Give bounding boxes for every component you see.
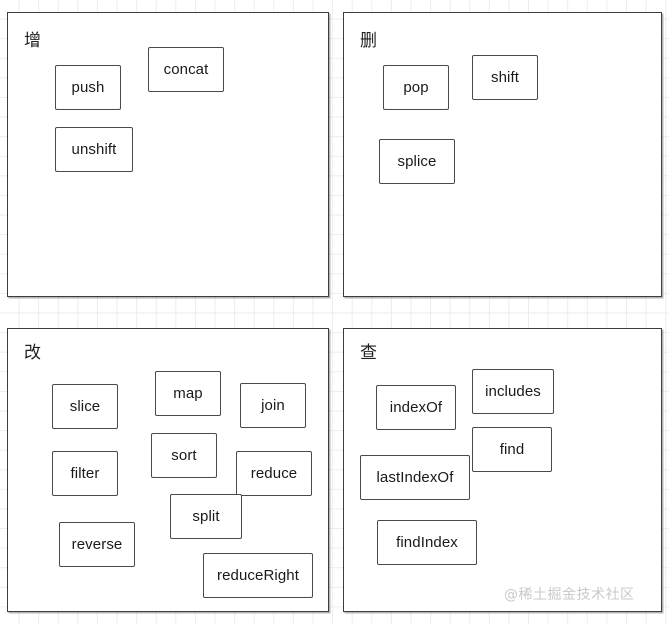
method-box-concat[interactable]: concat — [148, 47, 224, 92]
method-box-shift[interactable]: shift — [472, 55, 538, 100]
method-box-map[interactable]: map — [155, 371, 221, 416]
panel-add: 增 push concat unshift — [7, 12, 329, 297]
panel-query: 查 indexOf includes find lastIndexOf find… — [343, 328, 662, 612]
panel-delete-title: 删 — [360, 31, 377, 51]
method-box-includes[interactable]: includes — [472, 369, 554, 414]
watermark-text: @稀土掘金技术社区 — [504, 587, 635, 603]
method-box-find[interactable]: find — [472, 427, 552, 472]
method-box-filter[interactable]: filter — [52, 451, 118, 496]
method-box-reduceright[interactable]: reduceRight — [203, 553, 313, 598]
panel-modify-title: 改 — [24, 343, 41, 363]
method-box-splice[interactable]: splice — [379, 139, 455, 184]
method-box-reverse[interactable]: reverse — [59, 522, 135, 567]
method-box-reduce[interactable]: reduce — [236, 451, 312, 496]
panel-add-title: 增 — [24, 31, 41, 51]
method-box-join[interactable]: join — [240, 383, 306, 428]
panel-delete: 删 pop shift splice — [343, 12, 662, 297]
method-box-pop[interactable]: pop — [383, 65, 449, 110]
method-box-lastindexof[interactable]: lastIndexOf — [360, 455, 470, 500]
method-box-sort[interactable]: sort — [151, 433, 217, 478]
method-box-findindex[interactable]: findIndex — [377, 520, 477, 565]
method-box-split[interactable]: split — [170, 494, 242, 539]
panel-query-title: 查 — [360, 343, 377, 363]
method-box-indexof[interactable]: indexOf — [376, 385, 456, 430]
method-box-push[interactable]: push — [55, 65, 121, 110]
method-box-unshift[interactable]: unshift — [55, 127, 133, 172]
panel-modify: 改 slice map join filter sort reduce spli… — [7, 328, 329, 612]
method-box-slice[interactable]: slice — [52, 384, 118, 429]
